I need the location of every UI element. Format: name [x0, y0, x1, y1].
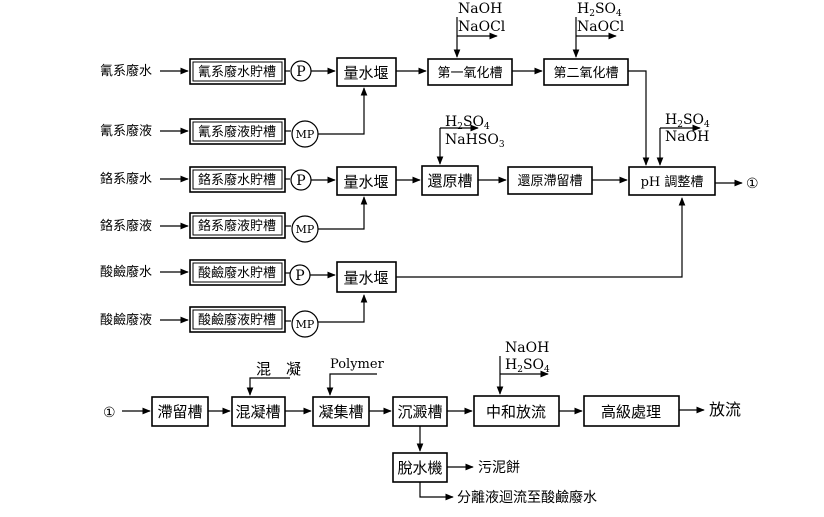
svg-text:P: P	[296, 173, 305, 189]
neutralization-tank: 中和放流	[473, 395, 560, 427]
svg-text:H2SO4: H2SO4	[445, 114, 490, 132]
retention-tank: 滯留槽	[151, 396, 209, 427]
chromium-liquid-label: 鉻系廢液	[100, 218, 152, 234]
svg-text:滯留槽: 滯留槽	[157, 403, 202, 421]
pump-p: P	[289, 264, 311, 286]
sedimentation-tank: 沉澱槽	[392, 396, 448, 427]
arrow	[318, 87, 368, 135]
svg-text:NaHSO3: NaHSO3	[445, 132, 505, 150]
svg-text:量水堰: 量水堰	[343, 64, 388, 82]
svg-text:氰系廢液貯槽: 氰系廢液貯槽	[198, 124, 276, 140]
svg-text:H2SO4: H2SO4	[665, 112, 710, 130]
chem-ox2: H2SO4 NaOCl	[572, 1, 625, 58]
acid-water-tank: 酸鹼廢水貯槽	[189, 259, 286, 286]
svg-text:NaOH: NaOH	[665, 129, 709, 145]
chromium-wastewater-label: 鉻系廢水	[100, 171, 152, 187]
dewatering-machine: 脫水機	[392, 452, 448, 483]
svg-text:還原滯留槽: 還原滯留槽	[517, 174, 582, 189]
svg-text:酸鹼廢液貯槽: 酸鹼廢液貯槽	[198, 312, 276, 328]
svg-text:NaOH: NaOH	[505, 340, 549, 356]
svg-text:鉻系廢液貯槽: 鉻系廢液貯槽	[198, 218, 276, 234]
weir-cyanide: 量水堰	[336, 57, 397, 87]
chem-ox1: NaOH NaOCl	[453, 1, 506, 58]
arrow-to-ph	[628, 70, 650, 166]
svg-text:沉澱槽: 沉澱槽	[397, 403, 442, 421]
chem-reduction: H2SO4 NaHSO3	[436, 114, 505, 165]
svg-text:pH 調整槽: pH 調整槽	[641, 175, 704, 190]
chromium-water-tank: 鉻系廢水貯槽	[189, 166, 286, 193]
cyanide-water-tank: 氰系廢水貯槽	[189, 58, 286, 85]
chem-neutralization: NaOH H2SO4	[496, 340, 550, 395]
ph-adjust-tank: pH 調整槽	[628, 166, 716, 196]
second-oxidation-tank: 第二氧化槽	[543, 58, 629, 86]
acid-liquid-tank: 酸鹼廢液貯槽	[189, 306, 286, 333]
svg-text:鉻系廢水貯槽: 鉻系廢水貯槽	[198, 172, 276, 188]
svg-text:混 凝: 混 凝	[256, 360, 301, 378]
arrow	[318, 294, 368, 323]
svg-text:H2SO4: H2SO4	[505, 357, 550, 375]
chem-ph: H2SO4 NaOH	[656, 112, 710, 166]
arrow	[419, 482, 454, 501]
pump-p: P	[290, 169, 312, 191]
svg-text:NaOH: NaOH	[458, 1, 502, 17]
coagulation-tank: 混凝槽	[231, 396, 286, 427]
advanced-treatment: 高級處理	[583, 395, 680, 427]
chromium-liquid-tank: 鉻系廢液貯槽	[189, 212, 286, 239]
weir-chromium: 量水堰	[336, 166, 397, 196]
pump-mp: MP	[291, 120, 319, 148]
svg-text:脫水機: 脫水機	[397, 459, 442, 477]
reduction-tank: 還原槽	[421, 165, 479, 196]
pump-p: P	[290, 60, 312, 82]
svg-text:量水堰: 量水堰	[343, 269, 388, 287]
svg-text:Polymer: Polymer	[330, 357, 385, 372]
svg-text:量水堰: 量水堰	[343, 173, 388, 191]
connector-in: ①	[103, 405, 116, 421]
svg-text:第二氧化槽: 第二氧化槽	[553, 66, 618, 81]
arrow	[318, 196, 368, 230]
svg-text:P: P	[295, 268, 304, 284]
cyanide-liquid-tank: 氰系廢液貯槽	[189, 118, 286, 145]
svg-text:MP: MP	[296, 223, 315, 236]
first-oxidation-tank: 第一氧化槽	[427, 58, 513, 86]
svg-text:混凝槽: 混凝槽	[235, 403, 280, 421]
connector-out: ①	[746, 176, 759, 192]
separated-liquid-label: 分離液迴流至酸鹼廢水	[457, 489, 597, 506]
svg-text:MP: MP	[296, 128, 315, 141]
acid-liquid-label: 酸鹼廢液	[100, 312, 152, 328]
svg-text:第一氧化槽: 第一氧化槽	[437, 66, 502, 81]
chem-polymer: Polymer	[326, 357, 385, 396]
svg-text:高級處理: 高級處理	[601, 403, 661, 421]
svg-text:NaOCl: NaOCl	[458, 19, 506, 35]
acid-wastewater-label: 酸鹼廢水	[100, 264, 152, 280]
cyanide-liquid-label: 氰系廢液	[100, 123, 152, 139]
chem-coagulant: 混 凝	[246, 360, 301, 396]
svg-text:MP: MP	[296, 318, 315, 331]
svg-text:NaOCl: NaOCl	[577, 19, 625, 35]
flocculation-tank: 凝集槽	[312, 396, 370, 427]
arrow-to-ph	[396, 197, 686, 278]
svg-text:酸鹼廢水貯槽: 酸鹼廢水貯槽	[198, 265, 276, 281]
svg-text:還原槽: 還原槽	[427, 172, 472, 190]
reduction-retention-tank: 還原滯留槽	[507, 166, 593, 195]
svg-text:中和放流: 中和放流	[486, 403, 546, 421]
sludge-cake-label: 污泥餅	[478, 459, 520, 476]
cyanide-wastewater-label: 氰系廢水	[100, 63, 152, 79]
svg-text:凝集槽: 凝集槽	[318, 403, 363, 421]
svg-text:H2SO4: H2SO4	[577, 1, 622, 19]
svg-text:P: P	[296, 64, 305, 80]
weir-acid: 量水堰	[336, 261, 397, 293]
pump-mp: MP	[291, 215, 319, 243]
pump-mp: MP	[291, 310, 319, 338]
svg-text:氰系廢水貯槽: 氰系廢水貯槽	[198, 64, 276, 80]
discharge-label: 放流	[709, 400, 741, 419]
